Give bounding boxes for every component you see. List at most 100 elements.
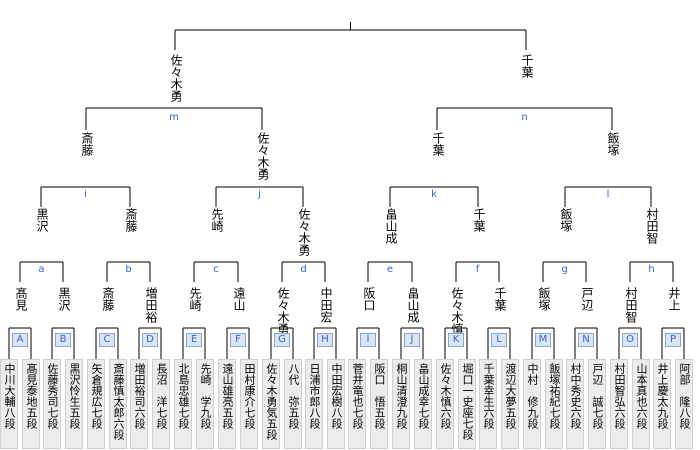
round1-match-label: A <box>12 333 28 347</box>
player-box: 阪口 悟五段 <box>370 359 388 449</box>
player-box: 矢倉規広七段 <box>87 359 105 449</box>
match-label: k <box>431 189 437 200</box>
quarterfinal-player: 斎藤 <box>124 208 138 232</box>
quarterfinal-player: 畠山成 <box>384 208 398 244</box>
player-name: 中川大輔八段 <box>3 363 16 429</box>
player-box: 増田裕司六段 <box>130 359 148 449</box>
player-box: 阿部 隆八段 <box>675 359 693 449</box>
round1-match-label: P <box>665 333 681 347</box>
player-box: 戸辺 誠七段 <box>588 359 606 449</box>
match-label: j <box>258 189 261 200</box>
player-box: 長沼 洋七段 <box>152 359 170 449</box>
round2-player: 佐々木勇 <box>276 287 290 335</box>
match-label: a <box>38 264 45 275</box>
match-label: m <box>169 112 179 123</box>
player-box: 畠山成幸七段 <box>414 359 432 449</box>
match-label: e <box>386 264 394 275</box>
player-name: 桐山清澄九段 <box>395 363 408 429</box>
match-label: l <box>606 189 610 200</box>
player-box: 遠山雄亮五段 <box>218 359 236 449</box>
player-box: 飯塚祐紀七段 <box>545 359 563 449</box>
player-name: 渡辺大夢五段 <box>504 363 517 429</box>
round1-match-label: F <box>230 333 246 347</box>
round2-player: 増田裕 <box>144 287 158 323</box>
quarterfinal-player: 黒沢 <box>35 208 49 232</box>
round1-match-label: K <box>448 333 464 347</box>
player-name: 田村康介七段 <box>243 363 256 429</box>
round2-player: 村田智 <box>624 287 638 323</box>
quarterfinal-player: 千葉 <box>472 208 486 232</box>
round2-player: 中田宏 <box>319 287 333 323</box>
player-name: 菅井竜也七段 <box>351 363 364 429</box>
quarterfinal-player: 飯塚 <box>559 208 573 232</box>
player-box: 斎藤慎太郎六段 <box>109 359 127 449</box>
round2-player: 斎藤 <box>101 287 115 311</box>
round1-match-label: I <box>360 333 376 347</box>
round1-match-label: N <box>578 333 594 347</box>
match-label: g <box>561 264 568 275</box>
player-name: 堀口一史座七段 <box>461 363 474 440</box>
match-label: h <box>648 264 655 275</box>
round2-player: 髙見 <box>14 287 28 311</box>
player-name: 阿部 隆八段 <box>678 363 691 429</box>
player-box: 渡辺大夢五段 <box>501 359 519 449</box>
quarterfinal-player: 先崎 <box>210 208 224 232</box>
round2-player: 先崎 <box>188 287 202 311</box>
match-label: n <box>521 112 528 123</box>
player-box: 井上慶太九段 <box>653 359 671 449</box>
player-box: 桐山清澄九段 <box>392 359 410 449</box>
round2-player: 佐々木慎 <box>450 287 464 335</box>
player-box: 中田宏樹八段 <box>327 359 345 449</box>
player-box: 北島忠雄七段 <box>174 359 192 449</box>
semifinal-player: 千葉 <box>431 132 445 156</box>
player-name: 髙見泰地五段 <box>25 363 38 429</box>
player-name: 先崎 学九段 <box>199 363 212 429</box>
player-box: 中村 修九段 <box>523 359 541 449</box>
round1-match-label: E <box>186 333 202 347</box>
player-box: 山本真也六段 <box>632 359 650 449</box>
round1-match-label: L <box>491 333 507 347</box>
quarterfinal-player: 佐々木勇 <box>297 208 311 256</box>
round2-player: 阪口 <box>362 287 376 311</box>
player-box: 田村康介七段 <box>240 359 258 449</box>
match-label: f <box>475 264 480 275</box>
player-name: 遠山雄亮五段 <box>221 363 234 429</box>
semifinal-player: 斎藤 <box>80 132 94 156</box>
player-box: 先崎 学九段 <box>196 359 214 449</box>
player-name: 北島忠雄七段 <box>177 363 190 429</box>
player-name: 矢倉規広七段 <box>90 363 103 429</box>
round2-player: 畠山成 <box>406 287 420 323</box>
finalist-name: 千葉 <box>520 54 534 78</box>
finalist-name: 佐々木勇 <box>169 54 183 102</box>
player-name: 村中秀史六段 <box>569 363 582 429</box>
round1-match-label: O <box>622 333 638 347</box>
match-label: b <box>125 264 132 275</box>
round1-match-label: B <box>55 333 71 347</box>
player-box: 村中秀史六段 <box>566 359 584 449</box>
round1-match-label: M <box>535 333 551 347</box>
round1-match-label: C <box>99 333 115 347</box>
player-name: 佐々木慎六段 <box>439 363 452 429</box>
player-name: 佐藤秀司七段 <box>46 363 59 429</box>
player-name: 増田裕司六段 <box>133 363 146 429</box>
player-box: 佐々木慎六段 <box>436 359 454 449</box>
player-box: 八代 弥五段 <box>284 359 302 449</box>
round1-match-label: D <box>142 333 158 347</box>
round2-player: 千葉 <box>493 287 507 311</box>
player-name: 長沼 洋七段 <box>155 363 168 429</box>
round2-player: 遠山 <box>232 287 246 311</box>
player-box: 髙見泰地五段 <box>22 359 40 449</box>
player-box: 村田智弘六段 <box>610 359 628 449</box>
player-box: 佐藤秀司七段 <box>43 359 61 449</box>
round1-match-label: H <box>317 333 333 347</box>
player-name: 日浦市郎八段 <box>308 363 321 429</box>
player-box: 菅井竜也七段 <box>348 359 366 449</box>
player-name: 佐々木勇気五段 <box>265 363 278 440</box>
player-name: 戸辺 誠七段 <box>591 363 604 429</box>
player-box: 堀口一史座七段 <box>458 359 476 449</box>
player-name: 八代 弥五段 <box>287 363 300 429</box>
round2-player: 飯塚 <box>537 287 551 311</box>
match-label: d <box>300 264 307 275</box>
